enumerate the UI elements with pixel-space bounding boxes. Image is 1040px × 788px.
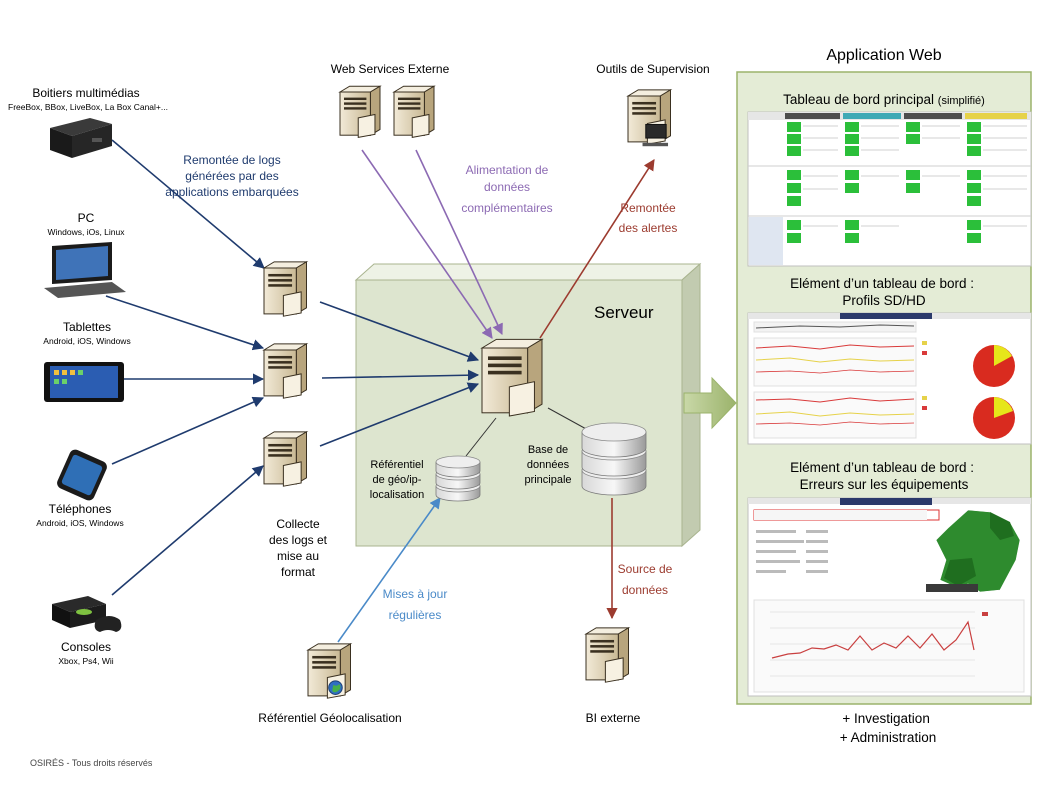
dashboard-profils-thumbnail [747,312,1032,445]
supervision-label: Outils de Supervision [596,62,709,76]
bi-server-icon [584,626,631,683]
server-base-link [547,407,589,431]
svg-text:Mises à jour: Mises à jour [383,587,448,601]
svg-text:mise au: mise au [277,549,319,563]
svg-text:Remontée de logs: Remontée de logs [183,153,280,167]
collecte-server-1-icon [262,260,309,317]
flow-alimentation-label: Alimentation de données complémentaires [461,163,552,215]
tablet-icon [44,362,124,402]
console-icon [52,596,122,632]
svg-text:localisation: localisation [370,489,424,501]
device-telephones-title: Téléphones [49,502,112,516]
dashboard-main-thumbnail [747,111,1032,267]
server-title: Serveur [594,303,654,322]
server-to-app-arrow [683,376,737,430]
svg-text:données: données [622,583,668,597]
web-service-server-2-icon [392,85,436,138]
device-pc-title: PC [78,211,95,225]
svg-text:des alertes: des alertes [619,221,678,235]
web-service-server-1-icon [338,85,382,138]
dashboard-profils-title: Elément d’un tableau de bord : Profils S… [790,276,978,308]
device-boitiers-subtitle: FreeBox, BBox, LiveBox, La Box Canal+... [8,102,168,112]
alertes-arrow [539,159,655,339]
alimentation-arrows [361,149,503,339]
collecte-server-2-icon [262,342,309,399]
referentiel-database-icon [435,455,481,502]
flow-logs-label: Remontée de logs générées par des applic… [165,153,298,199]
set-top-box-icon [50,118,112,158]
device-consoles-subtitle: Xbox, Ps4, Wii [58,656,113,666]
main-database-icon [581,422,647,496]
dashboard-erreurs-title: Elément d’un tableau de bord : Erreurs s… [790,460,978,492]
dashboard-main-title: Tableau de bord principal (simplifié) [783,92,985,107]
base-label: Base de données principale [524,444,571,486]
supervision-server-icon [626,88,673,147]
flow-source-label: Source de données [618,562,673,597]
svg-text:complémentaires: complémentaires [461,201,552,215]
referentiel-local-label: Référentiel de géo/ip- localisation [370,459,424,501]
svg-text:données: données [484,180,530,194]
svg-text:données: données [527,459,570,471]
app-title: Application Web [826,47,941,64]
svg-text:Référentiel: Référentiel [370,459,423,471]
svg-text:applications embarquées: applications embarquées [165,185,298,199]
web-app-panel: Application Web Tableau de bord principa… [736,47,1032,745]
flow-alertes-label: Remontée des alertes [619,201,678,235]
dashboard-erreurs-thumbnail [747,497,1032,697]
logs-arrows [105,139,480,596]
geoloc-server-icon [306,642,353,699]
svg-text:régulières: régulières [389,608,442,622]
collecte-server-3-icon [262,430,309,487]
smartphone-icon [57,449,107,501]
svg-text:Alimentation de: Alimentation de [466,163,549,177]
svg-text:de géo/ip-: de géo/ip- [373,474,422,486]
device-tablettes-title: Tablettes [63,320,111,334]
device-consoles-title: Consoles [61,640,111,654]
device-boitiers-title: Boitiers multimédias [32,86,139,100]
svg-text:des logs et: des logs et [269,533,328,547]
svg-text:format: format [281,565,316,579]
mises-a-jour-arrow [337,497,441,643]
app-footer: + Investigation + Administration [840,711,936,745]
device-telephones-subtitle: Android, iOS, Windows [36,518,123,528]
labels: Boitiers multimédias FreeBox, BBox, Live… [8,62,710,768]
svg-text:Source de: Source de [618,562,673,576]
flow-mises-label: Mises à jour régulières [383,587,448,622]
geoloc-label: Référentiel Géolocalisation [258,711,401,725]
svg-text:Base de: Base de [528,444,568,456]
svg-text:principale: principale [524,474,571,486]
svg-text:générées par des: générées par des [185,169,278,183]
server-referentiel-link [465,417,497,457]
collecte-label: Collecte des logs et mise au format [269,517,328,579]
copyright: OSIRÉS - Tous droits réservés [30,758,153,768]
laptop-icon [44,242,126,298]
bi-label: BI externe [586,711,641,725]
device-pc-subtitle: Windows, iOs, Linux [48,227,126,237]
svg-text:Collecte: Collecte [276,517,320,531]
main-server-icon [480,338,544,417]
svg-text:Remontée: Remontée [620,201,676,215]
web-services-label: Web Services Externe [331,62,450,76]
device-tablettes-subtitle: Android, iOS, Windows [43,336,130,346]
